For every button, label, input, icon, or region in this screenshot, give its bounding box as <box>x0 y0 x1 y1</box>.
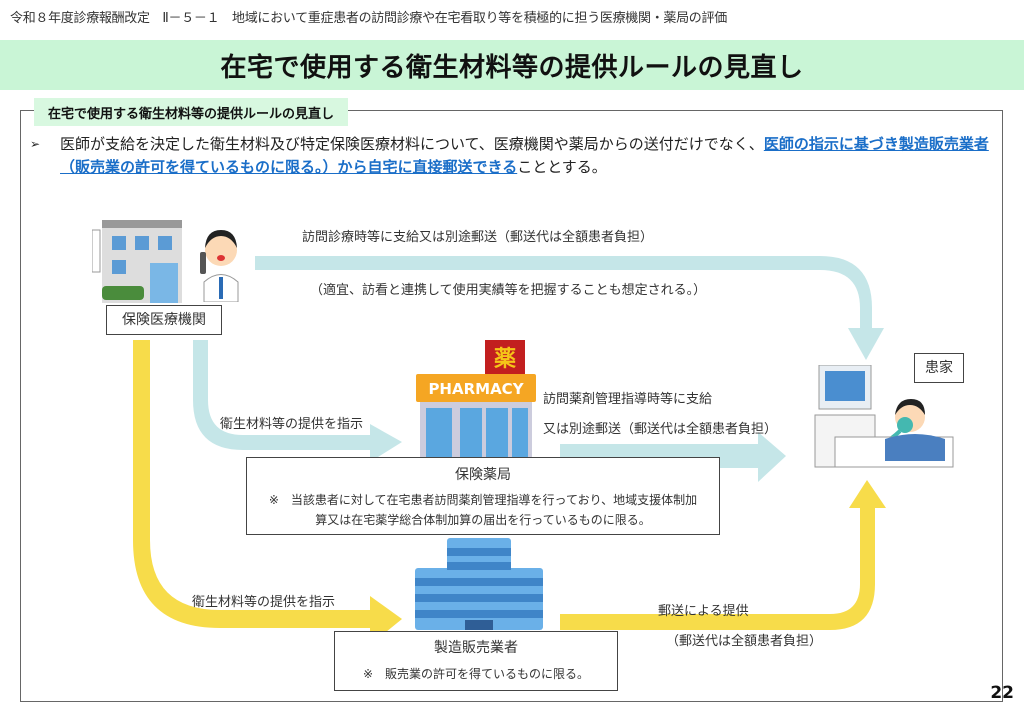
flow-pharmacy-to-patient-line1: 訪問薬剤管理指導時等に支給 <box>543 392 713 407</box>
pharmacy-note: ※ 当該患者に対して在宅患者訪問薬剤管理指導を行っており、地域支援体制加算又は在… <box>268 493 698 527</box>
content-frame <box>20 110 1003 702</box>
bullet-text: 医師が支給を決定した衛生材料及び特定保険医療材料について、医療機関や薬局からの送… <box>60 135 764 153</box>
flow-hospital-to-manufacturer-label: 衛生材料等の提供を指示 <box>192 595 336 610</box>
bullet-point: ➢ 医師が支給を決定した衛生材料及び特定保険医療材料について、医療機関や薬局から… <box>30 133 1000 179</box>
title-band: 在宅で使用する衛生材料等の提供ルールの見直し <box>0 40 1024 90</box>
pharmacy-sign-char: 薬 <box>494 347 516 372</box>
arrow-hospital-to-patient <box>255 256 884 360</box>
manufacturer-box: 製造販売業者 ※ 販売業の許可を得ているものに限る。 <box>334 631 618 691</box>
section-tab: 在宅で使用する衛生材料等の提供ルールの見直し <box>34 98 349 126</box>
page-number: 22 <box>990 683 1014 703</box>
flow-hospital-to-patient-label: 訪問診療時等に支給又は別途郵送（郵送代は全額患者負担） <box>302 230 654 245</box>
flow-hospital-to-patient-note: （適宜、訪看と連携して使用実績等を把握することも想定される。） <box>310 283 707 298</box>
hospital-building-icon <box>91 218 187 303</box>
flow-pharmacy-to-patient-line2: 又は別途郵送（郵送代は全額患者負担） <box>543 422 778 437</box>
pharmacy-store-icon: 薬 PHARMACY <box>416 340 536 458</box>
manufacturer-note: ※ 販売業の許可を得ているものに限る。 <box>362 667 590 681</box>
patient-label-text: 患家 <box>925 360 953 376</box>
doctor-on-phone-icon <box>196 222 246 303</box>
flow-manufacturer-to-patient-line1: 郵送による提供 <box>658 604 749 619</box>
pharmacy-box: 保険薬局 ※ 当該患者に対して在宅患者訪問薬剤管理指導を行っており、地域支援体制… <box>246 457 720 535</box>
flow-hospital-to-pharmacy-label: 衛生材料等の提供を指示 <box>220 417 364 432</box>
pharmacy-sign-text: PHARMACY <box>428 380 524 398</box>
bullet-highlight: 医師の指示に基づき製造販売業者（販売業の許可を得ているものに限る。）から自宅に直… <box>60 135 989 176</box>
manufacturer-label: 製造販売業者 <box>434 640 518 656</box>
hospital-label: 保険医療機関 <box>106 305 222 335</box>
bullet-arrow-icon: ➢ <box>30 137 41 151</box>
pharmacy-label: 保険薬局 <box>455 467 511 483</box>
bullet-text-end: こととする。 <box>517 158 607 176</box>
breadcrumb: 令和８年度診療報酬改定 Ⅱ－５－１ 地域において重症患者の訪問診療や在宅看取り等… <box>10 11 727 26</box>
flow-manufacturer-to-patient-line2: （郵送代は全額患者負担） <box>666 634 823 649</box>
hospital-label-text: 保険医療機関 <box>122 312 206 328</box>
patient-label: 患家 <box>914 353 964 383</box>
arrow-manufacturer-to-patient <box>560 480 886 630</box>
patient-in-bed-icon <box>805 364 955 475</box>
manufacturer-building-icon <box>415 538 543 630</box>
arrow-hospital-to-pharmacy <box>193 340 402 462</box>
page-title: 在宅で使用する衛生材料等の提供ルールの見直し <box>220 52 804 83</box>
